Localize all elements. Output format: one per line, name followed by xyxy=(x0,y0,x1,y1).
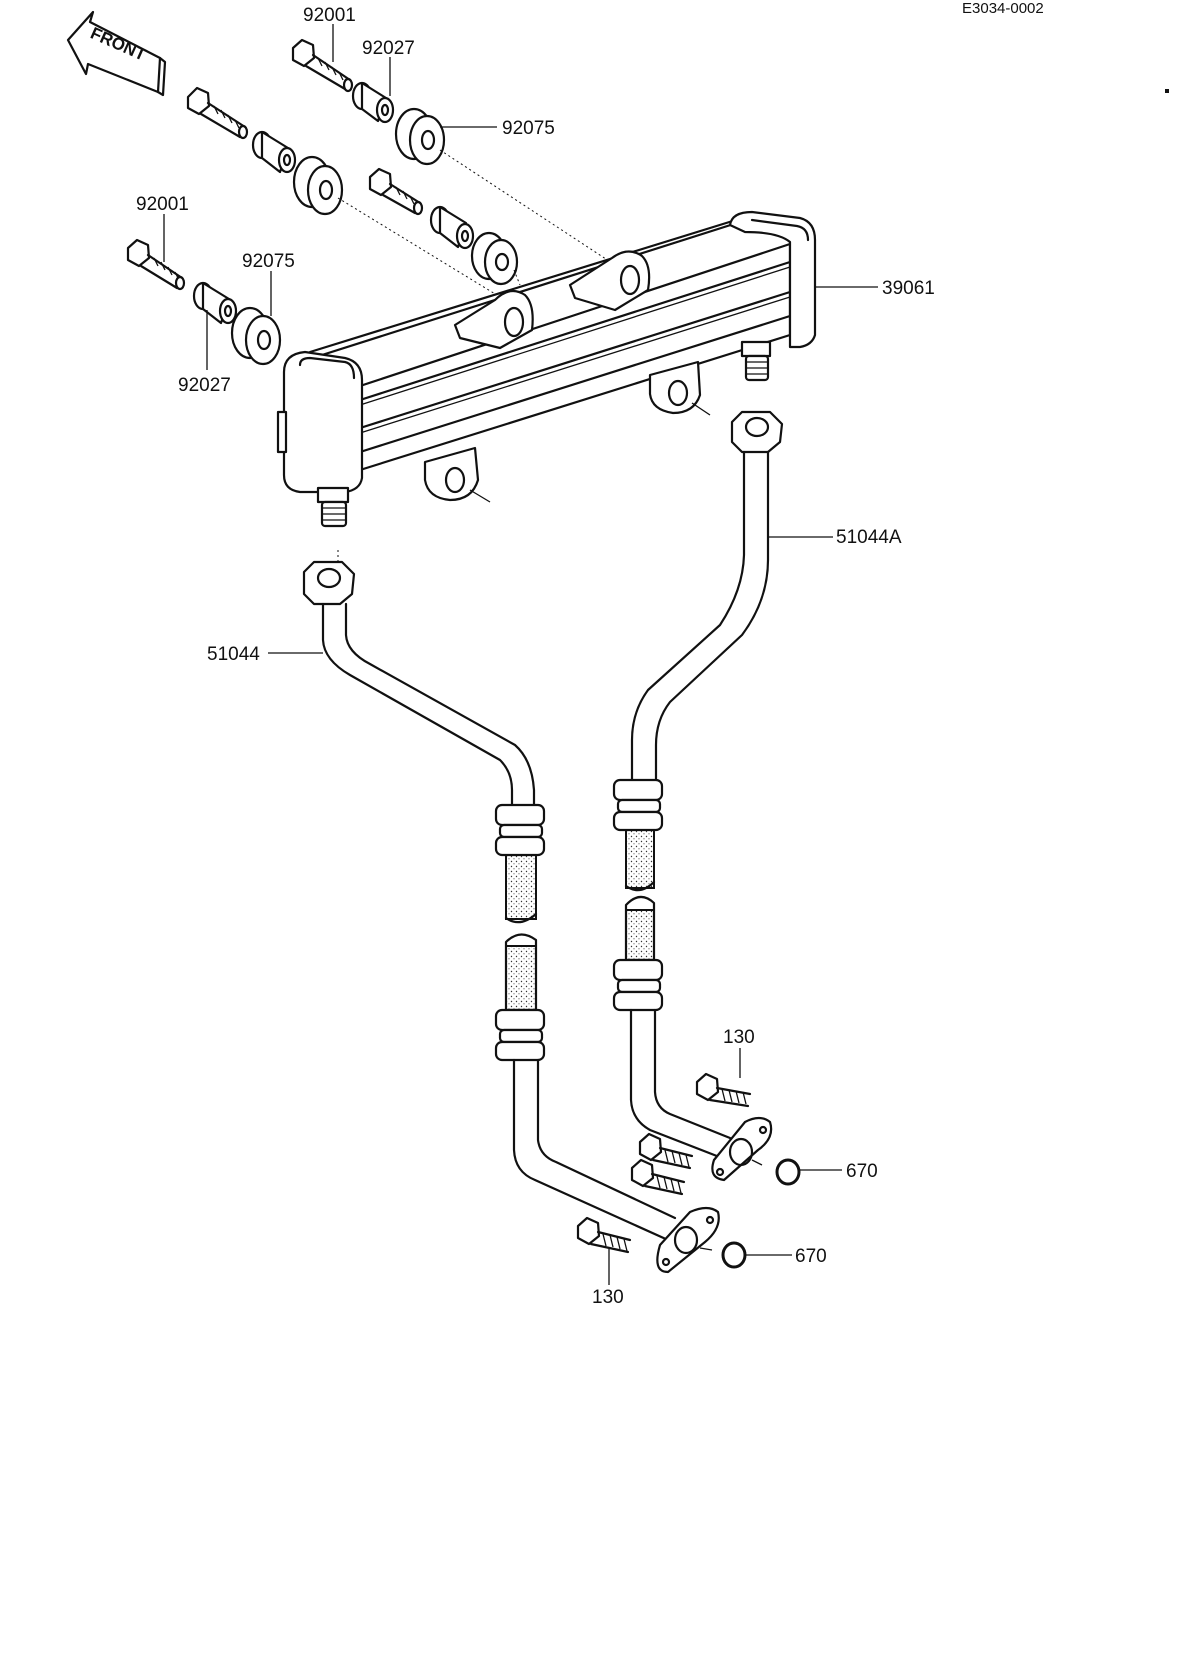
bolt-92001-left xyxy=(126,238,186,291)
collar-92027-left xyxy=(192,281,238,325)
grommet-92075-top xyxy=(394,107,446,166)
grommet-92075-left xyxy=(230,306,282,366)
bolt-92001-upper xyxy=(186,86,249,140)
collar-middle xyxy=(429,205,475,250)
callout-670-left: 670 xyxy=(795,1246,827,1267)
corner-mark xyxy=(1165,89,1169,93)
oring-670-left xyxy=(699,1241,747,1269)
callout-39061: 39061 xyxy=(882,278,935,299)
callout-51044: 51044 xyxy=(207,644,260,665)
bolt-middle xyxy=(368,167,424,216)
bolt-flange-mid-2 xyxy=(630,1158,686,1196)
front-arrow-icon: FRONT xyxy=(66,10,167,97)
bolt-92001-top xyxy=(291,38,354,93)
bolt-flange-mid-1 xyxy=(638,1132,694,1170)
grommet-middle xyxy=(470,231,519,286)
fuel-pipe-51044 xyxy=(302,550,720,1274)
fuel-rail-39061 xyxy=(276,210,817,528)
callout-51044A: 51044A xyxy=(836,527,902,548)
bolt-130-right xyxy=(695,1072,752,1108)
callout-670-right: 670 xyxy=(846,1161,878,1182)
collar-upper xyxy=(251,130,297,174)
callout-92027-top: 92027 xyxy=(362,38,415,59)
callout-92075-left: 92075 xyxy=(242,251,295,272)
rail-outlet-left xyxy=(316,486,350,528)
bolt-130-left xyxy=(576,1216,632,1254)
collar-92027-top xyxy=(351,81,395,124)
callout-92027-left: 92027 xyxy=(178,375,231,396)
callout-92001-left: 92001 xyxy=(136,194,189,215)
oring-670-right xyxy=(751,1158,801,1186)
grommet-upper xyxy=(292,155,344,216)
fuel-pipe-51044A xyxy=(612,410,784,1182)
drawing-code: E3034-0002 xyxy=(962,0,1044,17)
rail-outlet-right xyxy=(740,340,772,382)
callout-92075-top: 92075 xyxy=(502,118,555,139)
callout-92001-top: 92001 xyxy=(303,5,356,26)
callout-130-left: 130 xyxy=(592,1287,624,1308)
callout-130-right: 130 xyxy=(723,1027,755,1048)
leader-lines xyxy=(163,24,878,1285)
